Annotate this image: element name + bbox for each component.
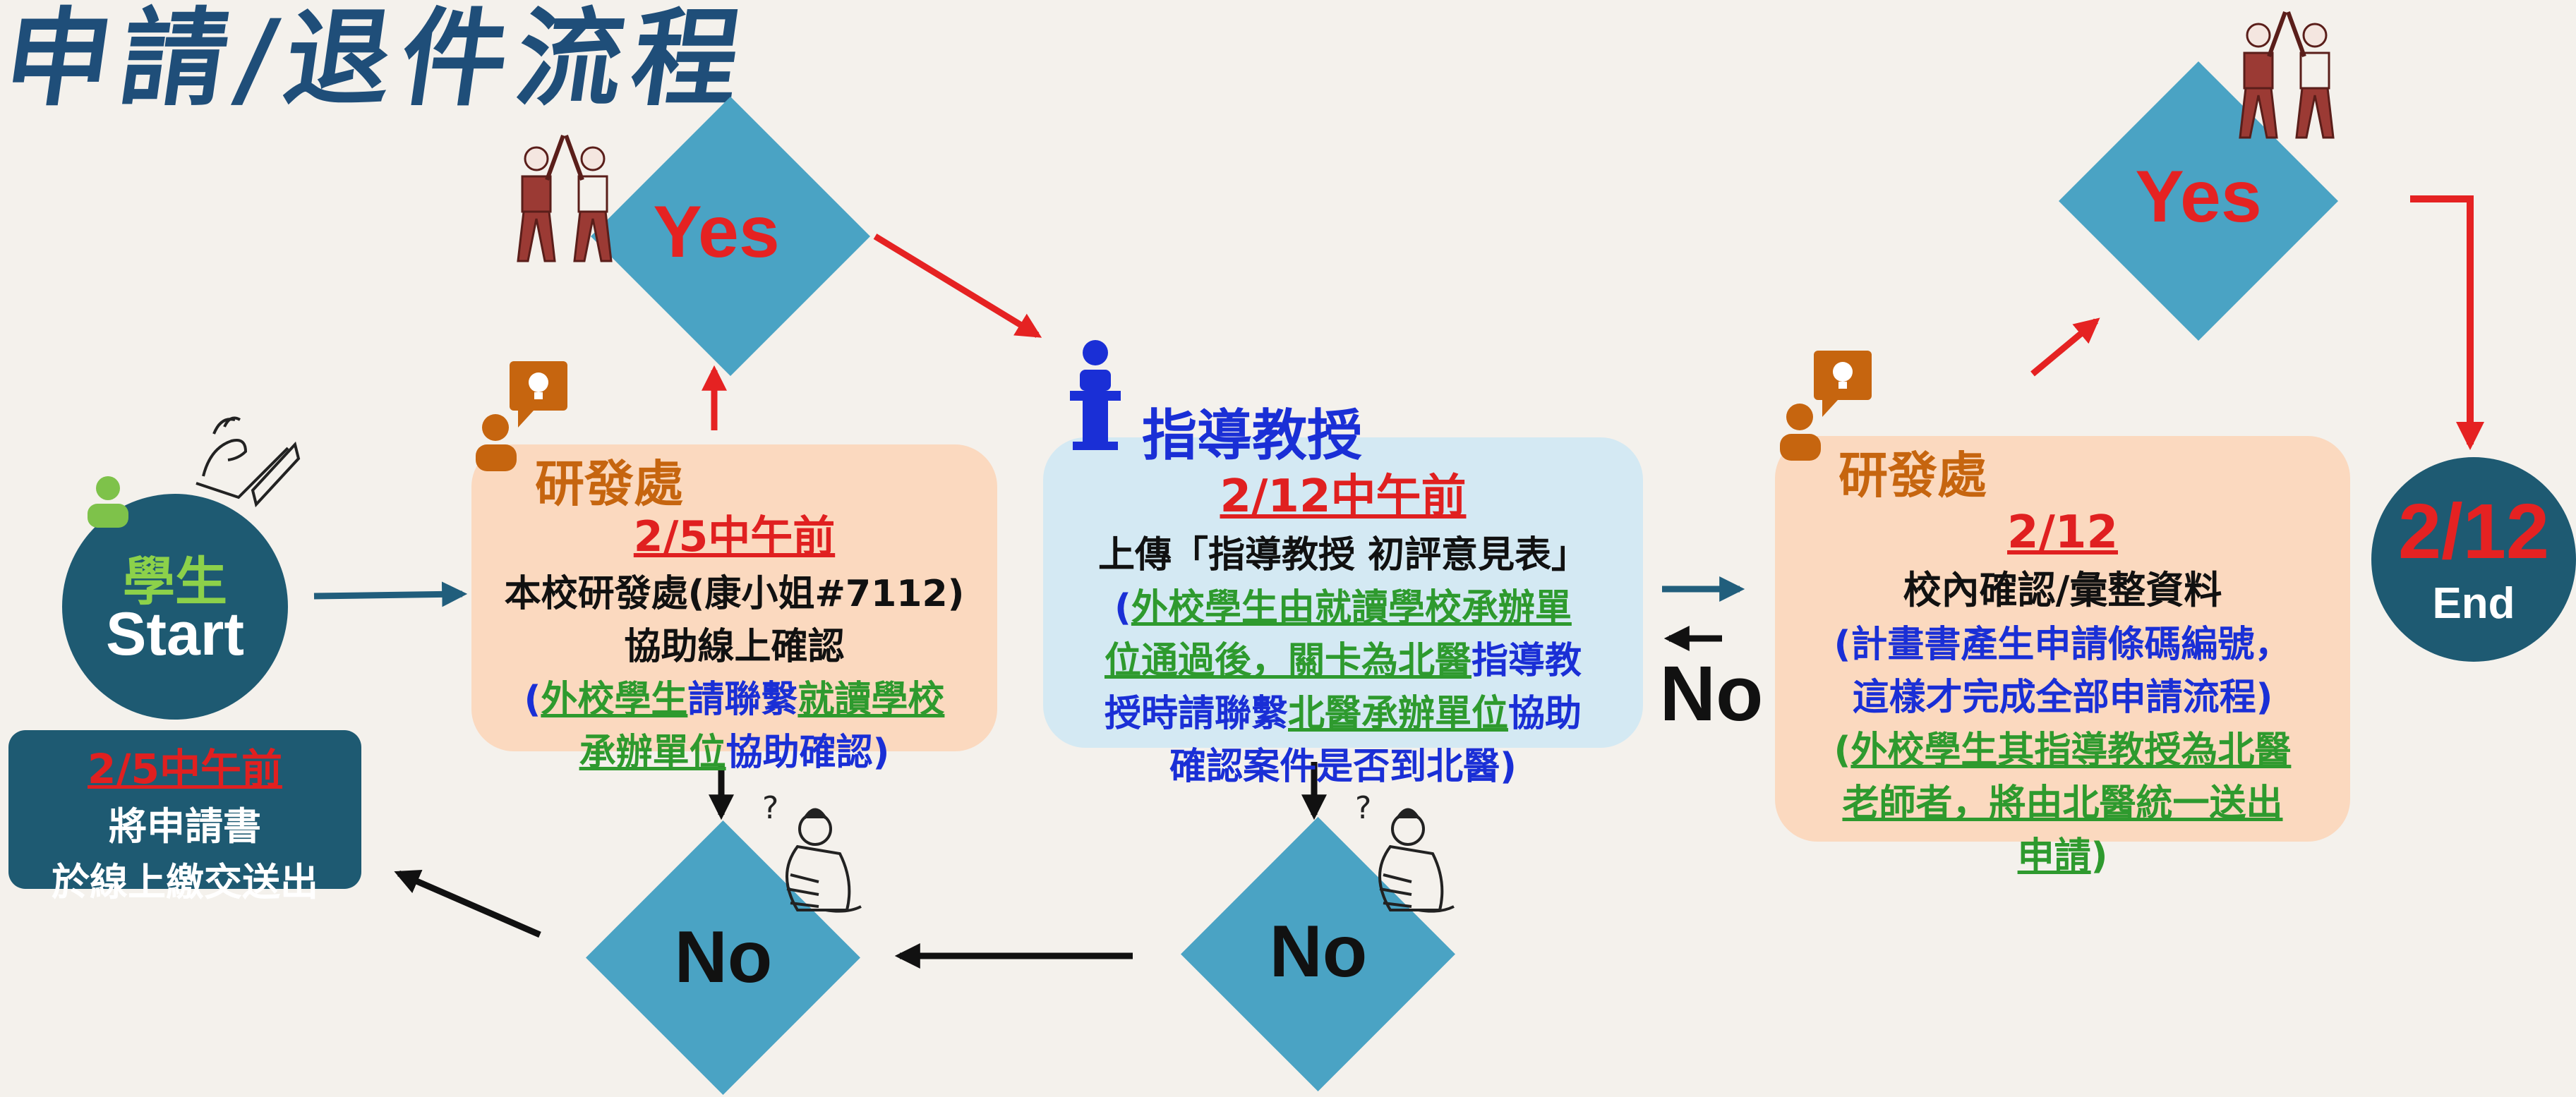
start-label: Start: [106, 600, 244, 668]
arrow-yes-to-advisor: [873, 234, 1042, 338]
advisor-note-line2: 位通過後，關卡為北醫指導教: [1104, 640, 1582, 682]
rd1-line2: 協助線上確認: [624, 626, 845, 668]
idea-person-icon: [1778, 349, 1877, 462]
rd1-note-line1: (外校學生請聯繫就讀學校: [524, 679, 945, 721]
confused-person-illustration: ?: [748, 790, 868, 924]
rd1-line1: 本校研發處(康小姐#7112): [504, 573, 965, 615]
high-five-illustration: [2209, 4, 2364, 145]
advisor-deadline: 2/12中午前: [1220, 471, 1467, 523]
advisor-heading: 指導教授: [1142, 404, 1363, 468]
student-label: 學生: [123, 552, 227, 612]
yes-right-label: Yes: [2135, 156, 2262, 238]
advisor-box: 2/12中午前 上傳「指導教授 初評意見表」 (外校學生由就讀學校承辦單 位通過…: [1043, 437, 1643, 788]
rd1-heading: 研發處: [535, 455, 683, 513]
laptop-typing-icon: [182, 406, 302, 511]
rd1-note-line2: 承辦單位協助確認): [579, 732, 890, 774]
no-arrow-label: No: [1659, 650, 1764, 737]
advisor-line1: 上傳「指導教授 初評意見表」: [1097, 534, 1589, 576]
podium-icon: [1067, 339, 1124, 451]
no-left-label: No: [674, 916, 773, 998]
yes-left-label: Yes: [653, 191, 780, 273]
rd2-note2-line3: 申請): [2017, 835, 2108, 878]
student-note-line2: 於線上繳交送出: [52, 860, 318, 904]
arrow-yes-to-end: [2410, 195, 2484, 450]
rd2-note2-line2: 老師者，將由北醫統一送出: [1842, 782, 2283, 825]
arrow-start-to-rd: [313, 581, 468, 607]
rd2-heading: 研發處: [1838, 447, 1987, 504]
person-icon: [83, 474, 133, 531]
rd2-note1-line2: 這樣才完成全部申請流程): [1852, 677, 2273, 719]
rd2-note2-line1: (外校學生其指導教授為北醫: [1834, 729, 2292, 772]
end-date: 2/12: [2397, 488, 2550, 575]
arrow-no-to-student: [394, 869, 541, 938]
svg-text:?: ?: [1355, 790, 1371, 826]
svg-text:?: ?: [762, 790, 778, 826]
advisor-note-line1: (外校學生由就讀學校承辦單: [1114, 587, 1572, 629]
no-middle-label: No: [1269, 911, 1368, 993]
confused-person-illustration: ?: [1341, 790, 1461, 924]
student-submit-note: 2/5中午前 將申請書 於線上繳交送出: [8, 730, 361, 904]
end-label: End: [2432, 579, 2515, 628]
end-circle: [2371, 457, 2576, 662]
rd1-deadline: 2/5中午前: [633, 512, 836, 562]
rd2-note1-line1: (計畫書產生申請條碼編號，: [1834, 624, 2292, 666]
student-start-circle: [62, 494, 288, 720]
student-deadline: 2/5中午前: [88, 745, 282, 793]
high-five-illustration: [487, 127, 642, 268]
rd-office-box-1: 2/5中午前 本校研發處(康小姐#7112) 協助線上確認 (外校學生請聯繫就讀…: [471, 444, 997, 774]
arrow-rd2-to-yes: [2030, 317, 2100, 377]
student-note-line1: 將申請書: [109, 804, 261, 849]
rd-office-box-2: 2/12 校內確認/彙整資料 (計畫書產生申請條碼編號， 這樣才完成全部申請流程…: [1775, 436, 2350, 878]
rd2-deadline: 2/12: [2007, 507, 2118, 559]
advisor-note-line3: 授時請聯繫北醫承辦單位協助: [1104, 693, 1582, 735]
idea-person-icon: [474, 360, 573, 473]
rd2-line1: 校內確認/彙整資料: [1903, 568, 2222, 612]
advisor-note-line4: 確認案件是否到北醫): [1169, 746, 1517, 788]
